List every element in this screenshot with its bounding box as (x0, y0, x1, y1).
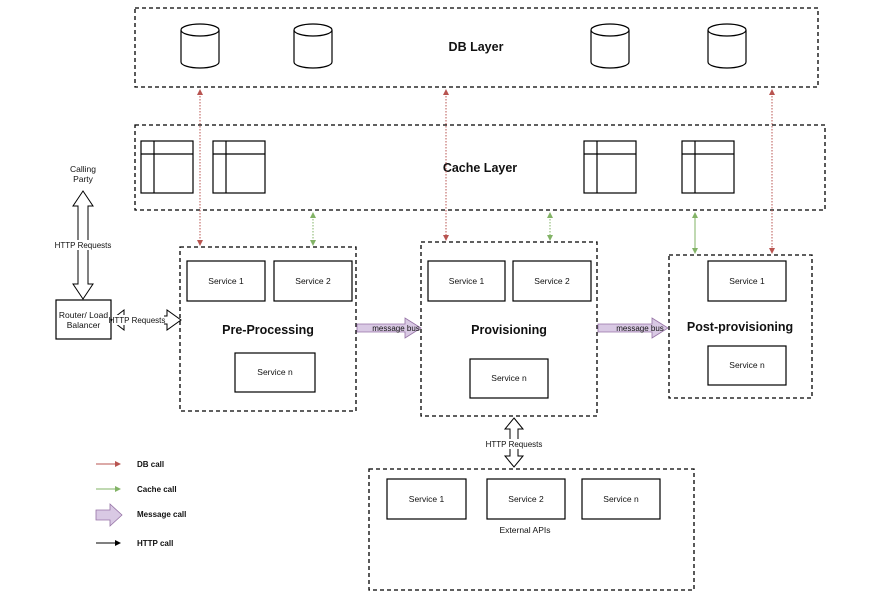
http-requests-label-vertical: HTTP Requests (55, 241, 112, 250)
legend: DB call Cache call Message call HTTP cal… (95, 460, 186, 548)
router-label-line2: Balancer (67, 320, 101, 330)
service-label: Service n (491, 373, 527, 383)
db-layer: DB Layer (134, 7, 819, 88)
service-box (427, 260, 506, 302)
db-layer-label: DB Layer (449, 40, 504, 54)
cache-layer-label: Cache Layer (443, 161, 517, 175)
external-apis-group: Service 1 Service 2 Service n External A… (368, 468, 695, 591)
legend-db-call-label: DB call (137, 460, 164, 469)
cache-table-icon (212, 140, 266, 194)
service-label: Service 2 (534, 276, 570, 286)
service-box (486, 478, 566, 520)
pre-processing-group: Service 1 Service 2 Pre-Processing Servi… (179, 246, 357, 412)
http-requests-label-external: HTTP Requests (486, 440, 543, 449)
database-icon (180, 23, 220, 69)
cache-table-icon (681, 140, 735, 194)
cache-table-icon (140, 140, 194, 194)
service-label: Service 1 (409, 494, 445, 504)
external-apis-title: External APIs (499, 525, 550, 535)
router-load-balancer: Router/ Load Balancer (55, 299, 112, 340)
database-icon (707, 23, 747, 69)
calling-party-label-line2: Party (73, 174, 94, 184)
message-bus-label: message bus (616, 324, 664, 333)
post-provisioning-title: Post-provisioning (687, 320, 793, 334)
provisioning-title: Provisioning (471, 323, 547, 337)
service-box (186, 260, 266, 302)
message-bus-arrow (597, 317, 669, 339)
legend-message-call-swatch (95, 503, 123, 527)
pre-processing-title: Pre-Processing (222, 323, 314, 337)
calling-party-label-line1: Calling (70, 164, 96, 174)
database-icon (293, 23, 333, 69)
legend-message-call-label: Message call (137, 510, 186, 519)
http-requests-label-horizontal: HTTP Requests (109, 316, 166, 325)
service-label: Service 1 (208, 276, 244, 286)
service-label: Service 2 (508, 494, 544, 504)
service-label: Service n (603, 494, 639, 504)
service-label: Service 1 (449, 276, 485, 286)
message-bus-arrow (356, 317, 422, 339)
service-box (581, 478, 661, 520)
router-label-line1: Router/ Load (59, 310, 108, 320)
service-label: Service 1 (729, 276, 765, 286)
service-box (707, 345, 787, 386)
service-box (512, 260, 592, 302)
service-box (234, 352, 316, 393)
cache-layer: Cache Layer (134, 124, 826, 211)
cache-table-icon (583, 140, 637, 194)
legend-cache-call-label: Cache call (137, 485, 177, 494)
service-box (386, 478, 467, 520)
provisioning-group: Service 1 Service 2 Provisioning Service… (420, 241, 598, 417)
service-label: Service n (729, 360, 765, 370)
service-box (707, 260, 787, 302)
service-label: Service n (257, 367, 293, 377)
database-icon (590, 23, 630, 69)
legend-http-call-label: HTTP call (137, 539, 173, 548)
service-box (273, 260, 353, 302)
message-bus-label: message bus (372, 324, 420, 333)
service-label: Service 2 (295, 276, 331, 286)
service-box (469, 358, 549, 399)
post-provisioning-group: Service 1 Post-provisioning Service n (668, 254, 813, 399)
